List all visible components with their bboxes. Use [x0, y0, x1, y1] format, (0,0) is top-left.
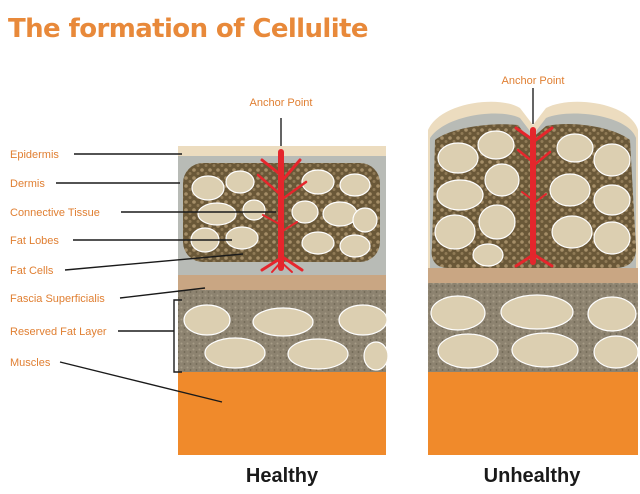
healthy-fat-cells: [190, 169, 378, 258]
label-anchor-point-unhealthy: Anchor Point: [502, 75, 565, 87]
caption-healthy: Healthy: [246, 465, 319, 487]
label-reserved-fat-layer: Reserved Fat Layer: [10, 326, 107, 338]
label-connective-tissue: Connective Tissue: [10, 207, 100, 219]
healthy-reserved-fat-cells: [183, 304, 389, 371]
label-fascia-superficialis: Fascia Superficialis: [10, 293, 105, 305]
unhealthy-fat-cells: [434, 130, 631, 267]
healthy-connective-tissue: [256, 149, 308, 273]
label-dermis: Dermis: [10, 178, 45, 190]
label-epidermis: Epidermis: [10, 149, 59, 161]
label-muscles: Muscles: [10, 357, 51, 369]
healthy-muscle-layer: [178, 372, 386, 455]
unhealthy-connective-tissue: [514, 126, 554, 268]
unhealthy-muscle-layer: [428, 372, 638, 455]
healthy-fascia-layer: [178, 275, 386, 290]
healthy-panel: [178, 118, 389, 455]
label-anchor-point-healthy: Anchor Point: [250, 97, 313, 109]
unhealthy-panel: [428, 88, 639, 455]
page-title: The formation of Cellulite: [8, 14, 368, 44]
label-fat-lobes: Fat Lobes: [10, 235, 59, 247]
unhealthy-fascia-layer: [428, 268, 638, 283]
label-fat-cells: Fat Cells: [10, 265, 54, 277]
leader-lines: [56, 153, 276, 403]
unhealthy-reserved-fat-cells: [430, 294, 639, 369]
caption-unhealthy: Unhealthy: [484, 465, 582, 487]
